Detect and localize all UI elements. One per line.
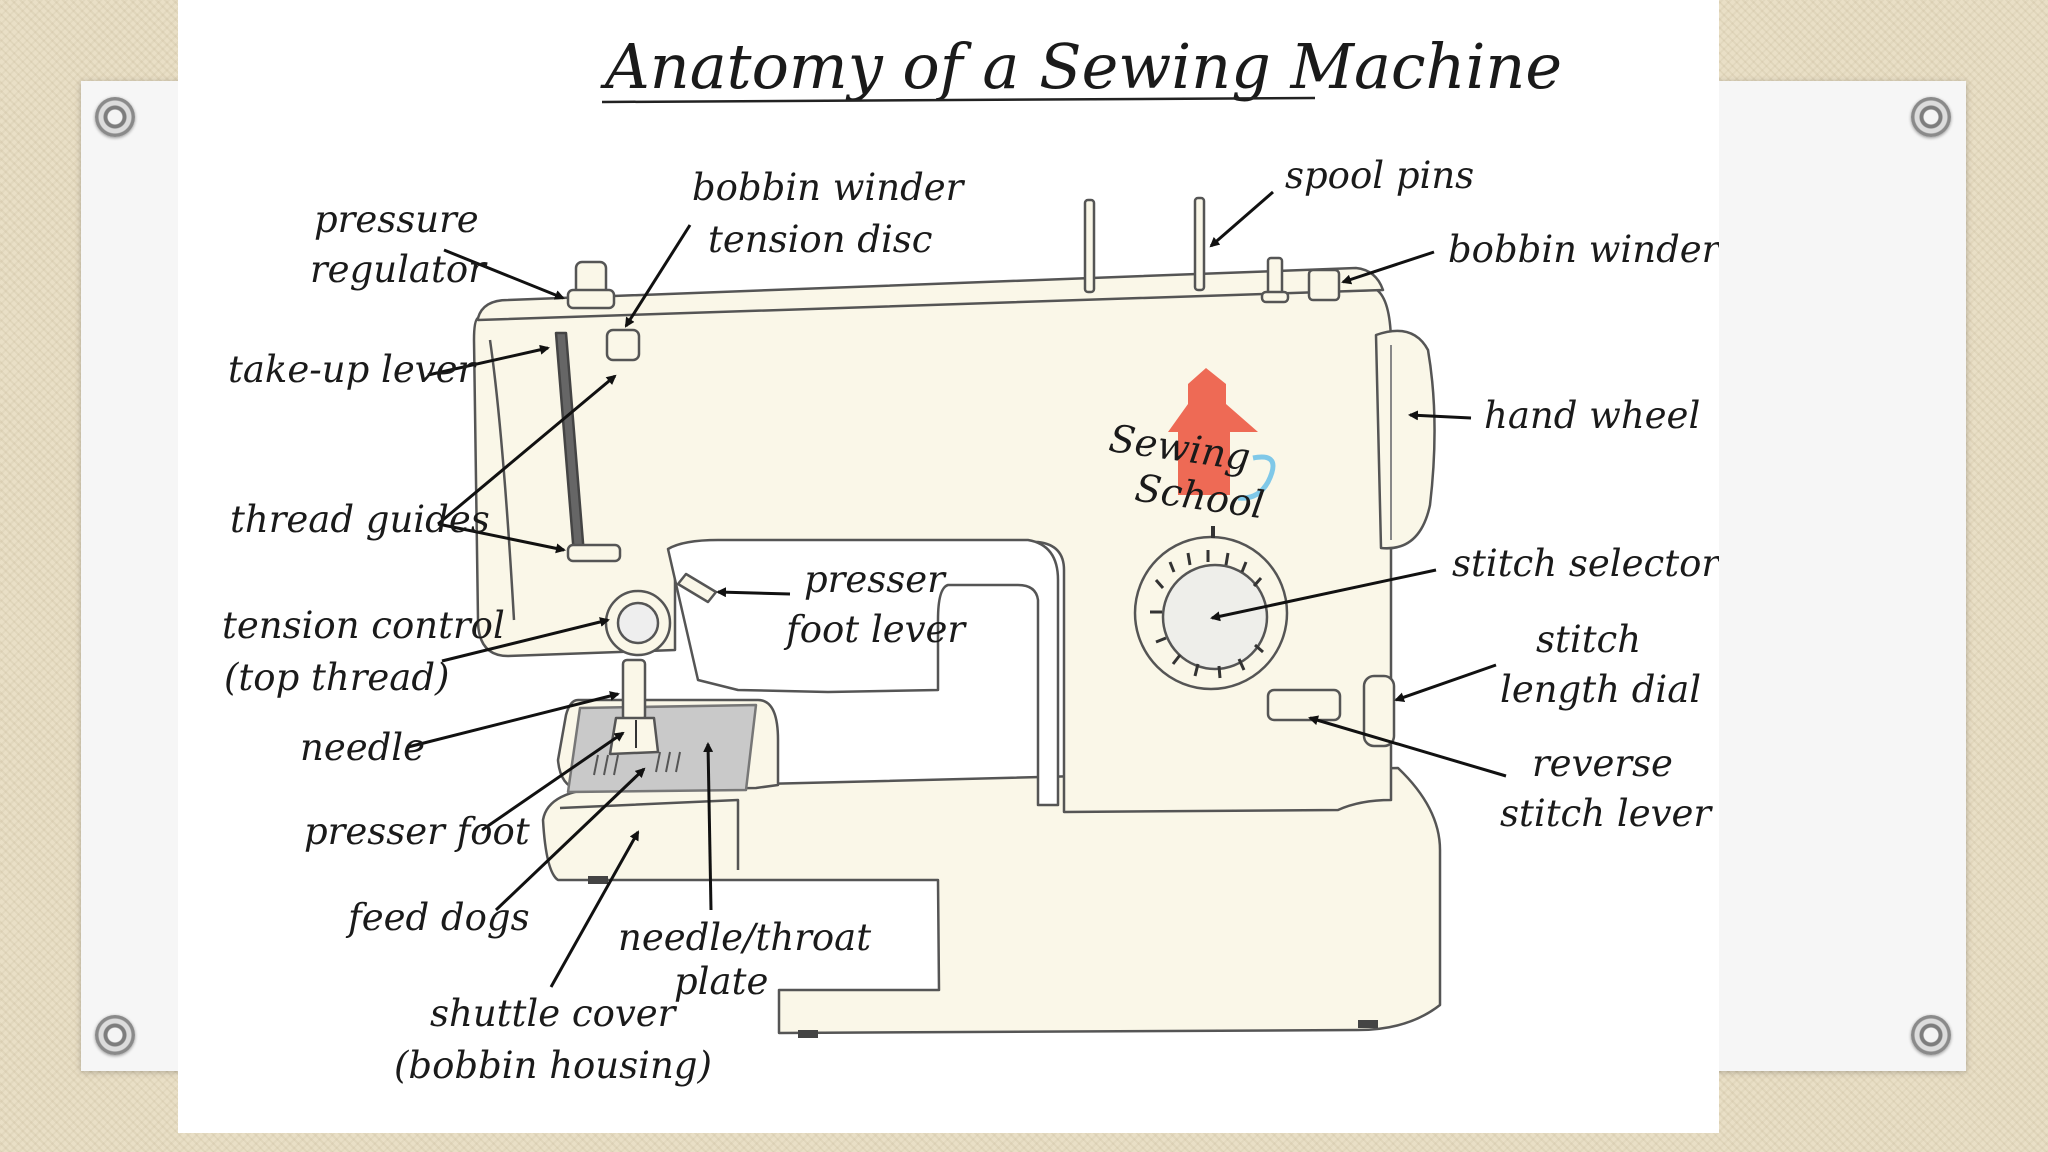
grommet-top-right [1911,97,1951,137]
spool-pin-1 [1083,198,1096,294]
arrow-bobbin-winder [1341,250,1435,285]
label-stitch-length-dial: stitch length dial [1500,618,1701,711]
machine-top [476,266,1385,322]
arrow-pressure-regulator [443,248,565,300]
arrow-stitch-selector [1210,568,1437,622]
hand-wheel-shape [1374,329,1436,550]
throat-plate-shape [566,703,758,794]
label-thread-guides: thread guides [230,498,490,541]
arrow-take-up-lever [427,344,550,377]
label-presser-foot-lever: presser foot lever [783,558,967,651]
arrow-needle [407,691,620,749]
grommet-bottom-left [95,1015,135,1055]
arrow-stitch-length-dial [1394,663,1497,703]
label-shuttle-cover: shuttle cover (bobbin housing) [394,992,712,1087]
grommet-bottom-right [1911,1015,1951,1055]
label-needle-throat-plate: needle/throat plate [618,916,883,1003]
stitch-length-dial-shape [1362,674,1396,748]
label-stitch-selector: stitch selector [1452,542,1719,585]
label-reverse-stitch-lever: reverse stitch lever [1500,742,1713,835]
sewing-machine [472,196,1442,1038]
arrow-thread-guides-1 [437,374,617,526]
needle-bar-shape [621,658,647,722]
grommet-top-left [95,97,135,137]
label-spool-pins: spool pins [1285,154,1474,197]
reverse-lever-shape [1266,688,1342,722]
label-bobbin-winder: bobbin winder [1448,228,1719,271]
arrow-tension-control [441,617,610,663]
arm-cavity [666,538,1060,807]
arrow-thread-guides-2 [437,522,566,554]
spool-pin-2 [1193,196,1206,292]
thread-guide-shape [566,543,622,563]
arrow-needle-throat-plate [703,742,714,911]
arrow-bobbin-winder-tension-disc [624,224,692,328]
tension-disc-shape [605,328,641,362]
title-underline [601,96,1316,104]
label-pressure-regulator: pressure regulator [310,198,490,291]
arrow-feed-dogs [494,767,646,912]
machine-base [541,766,1442,1035]
logo-schoolhouse [1168,368,1258,495]
arrow-shuttle-cover [549,830,640,988]
label-hand-wheel: hand wheel [1484,394,1700,437]
arrow-presser-foot-lever [716,587,791,598]
sewing-machine-diagram: Anatomy of a Sewing Machine [222,30,1719,1087]
label-bobbin-winder-tension-disc: bobbin winder tension disc [692,166,975,261]
page-title: Anatomy of a Sewing Machine [600,30,1562,103]
pointer-arrows [407,190,1507,988]
diagram-sheet: Anatomy of a Sewing Machine [178,0,1719,1133]
dial-markings [1150,550,1264,679]
arrow-spool-pins [1209,190,1274,248]
presser-foot-lever-shape [676,572,718,604]
label-take-up-lever: take-up lever [228,348,478,391]
logo-needle-swirl [1237,454,1276,501]
arrow-reverse-stitch-lever [1308,715,1507,778]
part-labels: pressure regulator bobbin winder tension… [222,154,1719,1087]
label-feed-dogs: feed dogs [345,896,530,939]
bobbin-winder-shape [1307,268,1341,302]
label-needle: needle [300,726,425,769]
arrow-presser-foot [481,731,625,832]
arrow-hand-wheel [1408,410,1472,421]
label-tension-control: tension control (top thread) [222,604,517,699]
label-presser-foot: presser foot [304,810,530,853]
